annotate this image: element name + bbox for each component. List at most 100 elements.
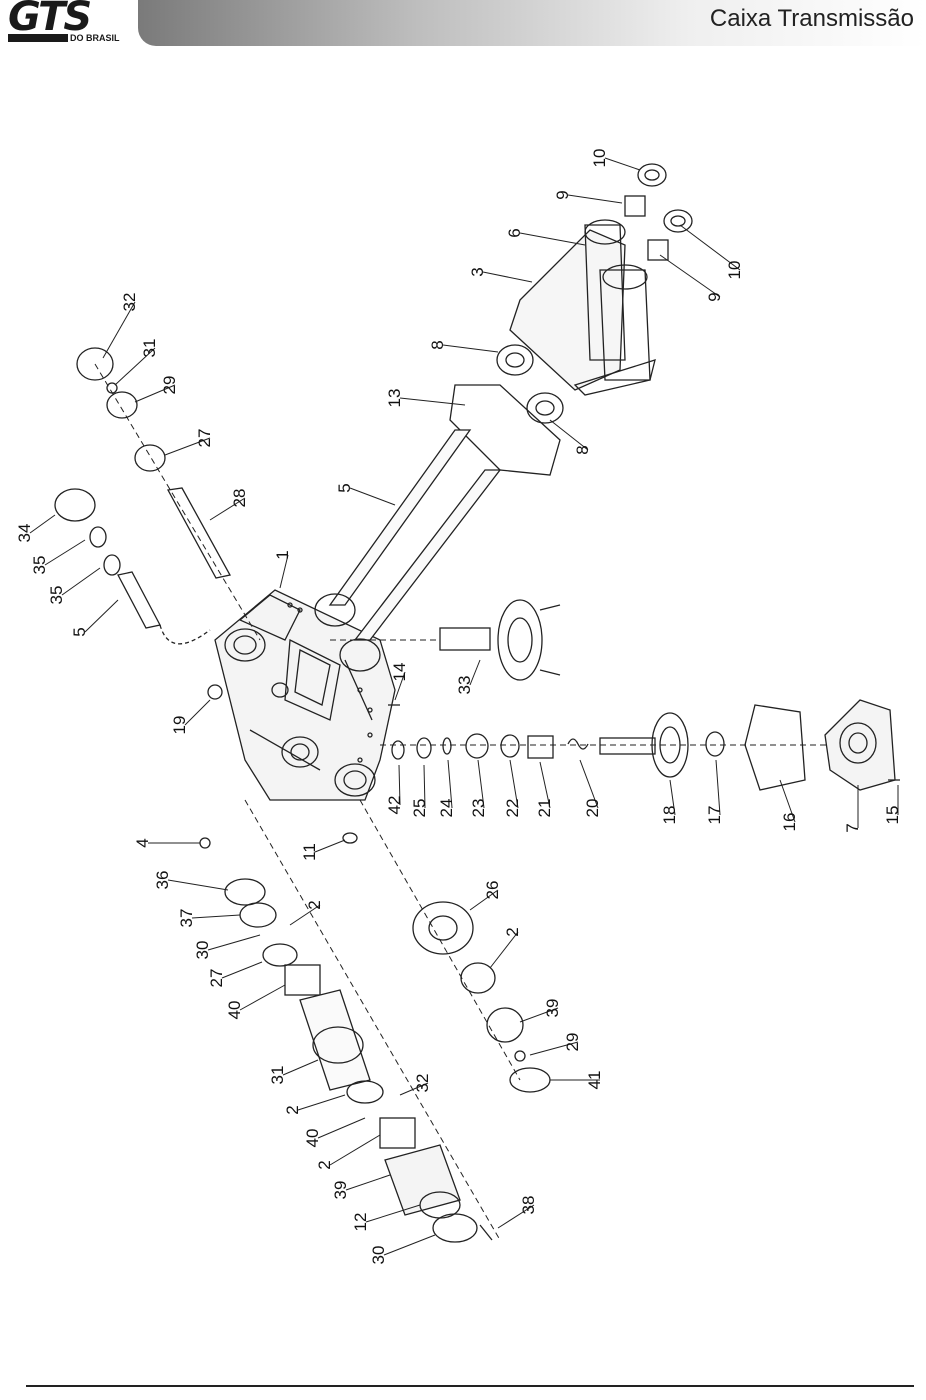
part-label: 32 xyxy=(120,293,139,312)
gearbox-housing xyxy=(214,589,396,801)
part-label: 8 xyxy=(573,445,592,454)
gear-29-a xyxy=(106,391,138,419)
ring-30-a xyxy=(239,902,277,928)
part-label: 20 xyxy=(583,799,602,818)
seal-32-a xyxy=(76,347,114,381)
part-label: 39 xyxy=(543,999,562,1018)
part-label: 42 xyxy=(385,796,404,815)
part-label: 4 xyxy=(133,838,152,847)
part-label: 9 xyxy=(705,292,724,301)
label-leader xyxy=(134,384,176,403)
part-label: 21 xyxy=(535,799,554,818)
part-label: 29 xyxy=(563,1033,582,1052)
label-leader xyxy=(779,779,796,823)
label-leader xyxy=(519,1007,559,1023)
label-leader xyxy=(399,397,466,406)
label-leader xyxy=(383,1234,436,1256)
label-leader xyxy=(29,514,56,534)
page-title: Caixa Transmissão xyxy=(709,5,914,32)
part-label: 16 xyxy=(780,813,799,832)
label-leader xyxy=(167,879,229,891)
seal-32-b xyxy=(509,1067,551,1093)
part-label: 13 xyxy=(385,389,404,408)
part-label: 11 xyxy=(300,843,319,861)
gear-shaft-41 xyxy=(299,989,371,1091)
part-label: 25 xyxy=(410,799,429,818)
label-leader xyxy=(84,599,119,633)
spring-18 xyxy=(567,738,589,750)
label-leader xyxy=(349,487,396,506)
bevel-gear-19 xyxy=(439,599,561,681)
part-label: 10 xyxy=(590,149,609,168)
label-leader xyxy=(314,839,346,853)
label-leader xyxy=(477,759,485,809)
label-leader xyxy=(497,1204,535,1229)
part-label: 1 xyxy=(273,550,292,559)
logo-brand: GTS xyxy=(8,0,92,40)
part-label: 29 xyxy=(160,376,179,395)
label-leader xyxy=(442,344,499,353)
part-label: 37 xyxy=(0,0,4,9)
label-leader xyxy=(659,254,721,298)
ring-31-b xyxy=(514,1050,526,1062)
part-label: 17 xyxy=(705,806,724,825)
plug-11 xyxy=(199,837,211,849)
part-label: 2 xyxy=(315,1160,334,1169)
part-label: 31 xyxy=(140,339,159,358)
washer-40-b xyxy=(346,1080,384,1104)
label-leader xyxy=(207,934,261,951)
label-leader xyxy=(282,1059,319,1076)
label-leader xyxy=(489,931,519,969)
part-label: 39 xyxy=(331,1181,350,1200)
label-leader xyxy=(114,347,156,386)
part-label: 37 xyxy=(177,909,196,928)
part-label: 23 xyxy=(469,799,488,818)
label-leader xyxy=(715,759,721,816)
label-leader xyxy=(329,1134,381,1166)
label-leader xyxy=(289,904,321,926)
leader-33 xyxy=(159,624,211,645)
part-label: 18 xyxy=(660,806,679,825)
label-leader xyxy=(184,699,211,726)
label-leader xyxy=(519,232,586,246)
bushing-35-b xyxy=(103,554,121,576)
cover-38 xyxy=(384,1144,461,1216)
label-leader xyxy=(469,659,481,686)
label-leader xyxy=(102,301,136,359)
seal-37-a xyxy=(224,878,266,906)
gts-logo: GTS DO BRASIL xyxy=(8,0,130,50)
bushing-20 xyxy=(527,735,554,759)
label-leader xyxy=(423,764,426,809)
part-label: 33 xyxy=(455,676,474,695)
bearing-39-b xyxy=(379,1117,416,1149)
plug-36 xyxy=(342,832,358,844)
bushing-27-b xyxy=(460,962,496,994)
part-label: 12 xyxy=(351,1213,370,1232)
washer-16 xyxy=(705,731,725,757)
part-label: 35 xyxy=(30,556,49,575)
label-leader xyxy=(191,914,241,919)
part-label: 32 xyxy=(413,1074,432,1093)
part-label: 2 xyxy=(305,900,324,909)
label-leader xyxy=(365,1204,421,1223)
part-label: 14 xyxy=(390,663,409,682)
label-leader xyxy=(345,1174,391,1191)
part-label: 2 xyxy=(503,927,522,936)
label-leader xyxy=(679,224,741,271)
label-leader xyxy=(549,419,589,451)
bushing-27-a xyxy=(134,444,166,472)
part-label: 41 xyxy=(585,1071,604,1090)
part-label: 3 xyxy=(468,267,487,276)
bearing-10-b xyxy=(663,209,693,233)
bearing-21 xyxy=(500,734,520,758)
tube-assembly xyxy=(509,219,656,396)
footer-rule xyxy=(26,1385,914,1387)
label-leader xyxy=(579,759,599,809)
part-label: 19 xyxy=(170,716,189,735)
gasket-7 xyxy=(744,704,806,791)
pin-33 xyxy=(117,571,161,629)
bearing-39-a xyxy=(284,964,321,996)
page-header: GTS DO BRASIL Caixa Transmissão xyxy=(0,0,926,52)
label-leader xyxy=(239,984,286,1011)
part-label: 6 xyxy=(505,228,524,237)
